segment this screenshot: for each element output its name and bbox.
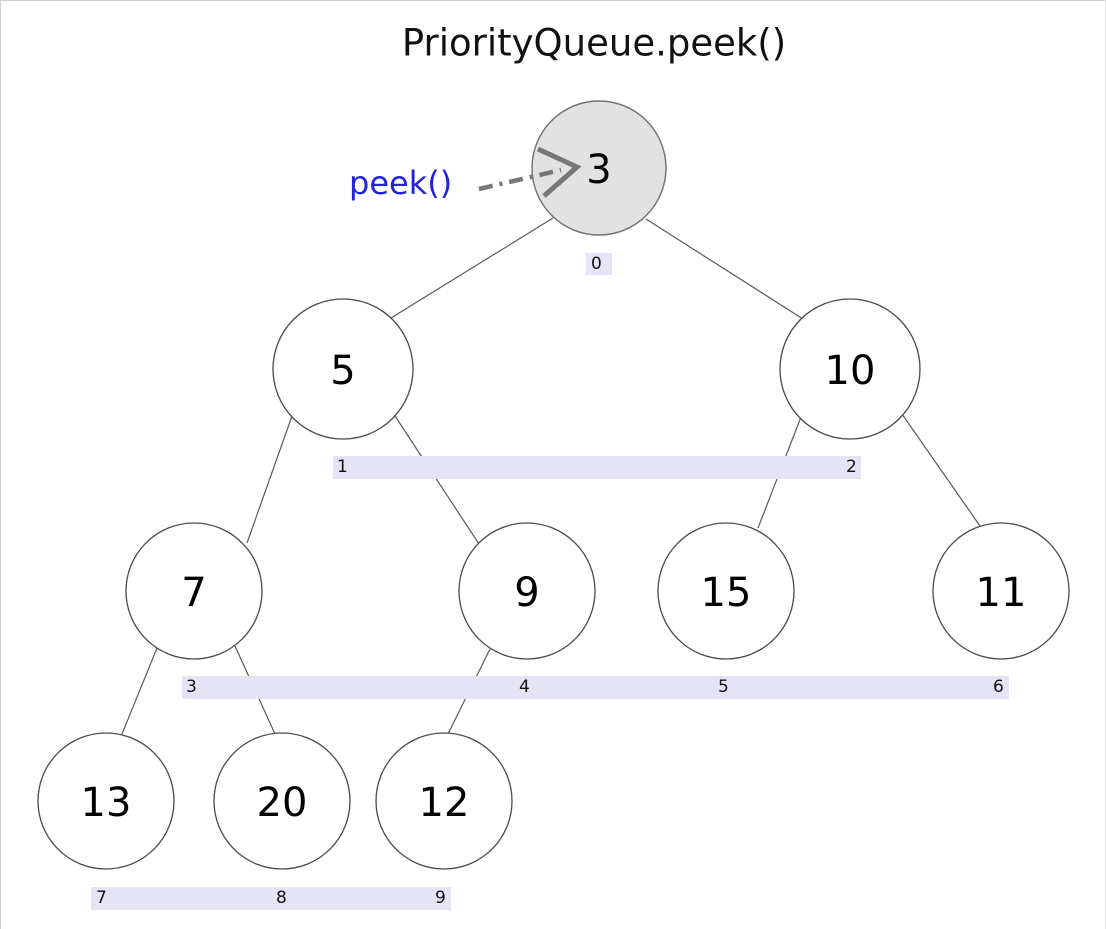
node-12[interactable]: 12	[375, 732, 513, 870]
node-value-20: 20	[257, 780, 308, 826]
page-title: PriorityQueue.peek()	[402, 22, 786, 65]
index-label-8: 8	[276, 888, 287, 908]
node-value-12: 12	[419, 780, 470, 826]
node-value-13: 13	[81, 780, 132, 826]
node-9[interactable]: 9	[458, 522, 596, 660]
index-label-2: 2	[846, 457, 857, 477]
node-10[interactable]: 10	[779, 298, 921, 440]
edge-root-to-10	[645, 218, 804, 320]
node-value-11: 11	[976, 570, 1027, 616]
node-circle-15[interactable]	[657, 522, 795, 660]
node-circle-5[interactable]	[272, 298, 414, 440]
node-value-15: 15	[701, 570, 752, 616]
index-band-row-3	[91, 887, 451, 910]
node-11[interactable]: 11	[932, 522, 1070, 660]
node-circle-10[interactable]	[779, 298, 921, 440]
index-label-4: 4	[519, 677, 530, 697]
node-circle-20[interactable]	[213, 732, 351, 870]
index-label-5: 5	[718, 677, 729, 697]
node-circle-12[interactable]	[375, 732, 513, 870]
peek-arrow-line	[478, 167, 562, 192]
node-7[interactable]: 7	[125, 522, 263, 660]
edge-7-to-13	[121, 647, 158, 735]
peek-annotation: peek()	[349, 146, 582, 202]
peek-arrowhead-icon	[536, 146, 582, 198]
node-circle-9[interactable]	[458, 522, 596, 660]
node-value-9: 9	[514, 570, 539, 616]
index-label-1: 1	[337, 457, 348, 477]
node-circle-11[interactable]	[932, 522, 1070, 660]
index-label-9: 9	[435, 888, 446, 908]
edge-10-to-11	[901, 413, 981, 527]
index-band-row-0	[586, 253, 612, 275]
index-label-7: 7	[96, 888, 107, 908]
node-circle-3[interactable]	[531, 100, 667, 236]
index-band-row-2	[182, 676, 1009, 699]
edge-5-to-7	[246, 415, 293, 544]
node-circle-13[interactable]	[37, 732, 175, 870]
index-label-0: 0	[591, 254, 602, 274]
node-value-5: 5	[330, 348, 355, 394]
edge-root-to-5	[390, 217, 554, 319]
node-5[interactable]: 5	[272, 298, 414, 440]
edge-5-to-9	[394, 415, 480, 545]
peek-annotation-label: peek()	[349, 164, 452, 202]
node-value-3: 3	[586, 147, 611, 193]
node-value-7: 7	[181, 570, 206, 616]
tree-nodes: 3 5 10 7 9 15	[37, 100, 1070, 870]
node-15[interactable]: 15	[657, 522, 795, 660]
index-bands	[91, 253, 1009, 910]
node-root-3[interactable]: 3	[531, 100, 667, 236]
node-circle-7[interactable]	[125, 522, 263, 660]
index-label-3: 3	[186, 677, 197, 697]
node-20[interactable]: 20	[213, 732, 351, 870]
node-13[interactable]: 13	[37, 732, 175, 870]
index-band-row-1	[333, 456, 861, 479]
index-labels: 0 1 2 3 4 5 6 7 8 9	[96, 254, 1004, 908]
index-label-6: 6	[993, 677, 1004, 697]
node-value-10: 10	[825, 348, 876, 394]
